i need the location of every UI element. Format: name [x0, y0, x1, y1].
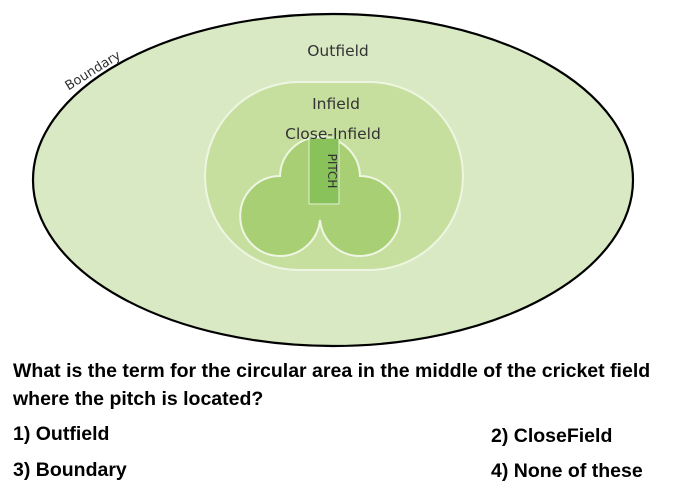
pitch-label: PITCH: [325, 154, 339, 189]
option-4[interactable]: 4) None of these: [491, 460, 643, 482]
question-text: What is the term for the circular area i…: [13, 360, 651, 410]
option-1[interactable]: 1) Outfield: [13, 423, 110, 445]
close-infield-label: Close-Infield: [285, 125, 381, 143]
cricket-field-diagram: Outfield Infield Close-Infield PITCH Bou…: [31, 12, 635, 348]
option-3[interactable]: 3) Boundary: [13, 459, 127, 481]
option-2[interactable]: 2) CloseField: [491, 425, 613, 447]
pitch-strip: [308, 137, 340, 205]
infield-label: Infield: [312, 95, 360, 113]
outfield-label: Outfield: [307, 42, 369, 60]
